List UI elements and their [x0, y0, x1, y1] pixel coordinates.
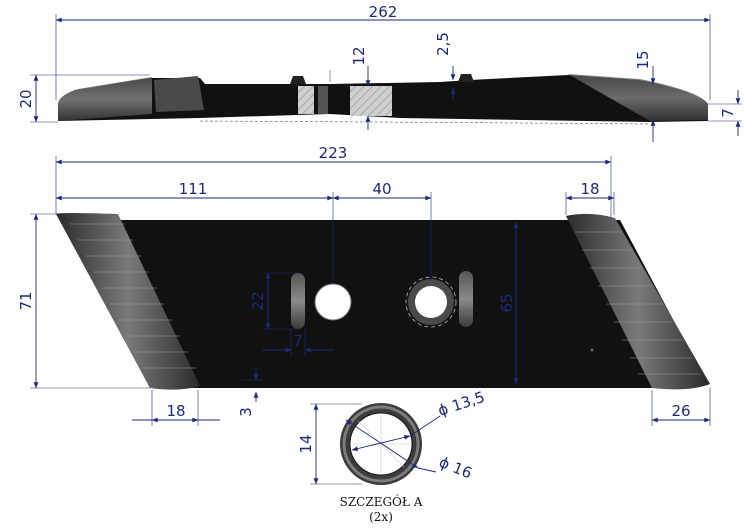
dim-outer-diameter: ϕ 16: [437, 453, 475, 482]
dim-bottom-offset: 3: [237, 407, 255, 417]
dim-top-end: 15: [634, 50, 652, 69]
detail-a-marker: A: [428, 327, 438, 341]
detail-a-callout: [405, 276, 457, 328]
dim-bottom-left: 18: [166, 402, 185, 420]
dim-top-height: 20: [17, 89, 35, 108]
plan-view-hole-right-inner: [415, 286, 447, 318]
plan-view-mark: [590, 348, 594, 352]
dim-heel-width: 18: [580, 180, 599, 198]
side-view-left-heel: [154, 76, 204, 112]
dim-top-length: 262: [369, 3, 398, 21]
plan-view-plate: [58, 215, 708, 388]
dim-slot-width: 7: [293, 332, 303, 350]
plan-view-slot-right: [459, 271, 473, 327]
side-view: [58, 70, 708, 125]
side-view-section-right: [350, 86, 392, 116]
side-view-underside-line: [199, 120, 651, 125]
side-view-boss-left: [290, 76, 306, 84]
dim-slot-length: 22: [249, 291, 267, 310]
dim-top-tip: 7: [719, 108, 737, 118]
dim-hole-offset: 111: [179, 180, 208, 198]
plan-view-hole-left: [314, 283, 352, 321]
dim-top-thickness: 12: [350, 46, 368, 65]
dim-top-groove: 2,5: [434, 32, 452, 56]
dim-overall-length: 223: [319, 144, 348, 162]
side-view-left-weld: [58, 77, 152, 121]
side-view-dimensions: 262 20 12 2,5 15 7: [17, 3, 742, 142]
plan-view-dimensions: 223 111 40 18 71 65 22 7 18: [17, 144, 711, 426]
detail-a-quantity: (2x): [369, 510, 393, 524]
plan-view-right-weld: [566, 213, 710, 390]
dim-inner-diameter: ϕ 13,5: [436, 388, 487, 420]
plan-view-left-weld: [56, 213, 200, 390]
side-view-right-weld: [568, 74, 708, 121]
dim-bottom-right: 26: [671, 402, 690, 420]
side-view-section-mid: [318, 86, 328, 114]
dim-hole-spacing: 40: [372, 180, 391, 198]
side-view-boss-right: [458, 74, 474, 82]
dim-blade-height: 71: [17, 291, 35, 310]
side-view-section-left: [298, 86, 314, 114]
detail-a-title: SZCZEGÓŁ A: [340, 493, 423, 509]
dim-plate-height: 65: [498, 293, 516, 312]
plan-view: A: [56, 213, 710, 390]
dim-detail-height: 14: [297, 434, 315, 453]
plan-view-slot-left: [291, 273, 305, 329]
detail-a-view: 14 ϕ 13,5 ϕ 16 SZCZEGÓŁ A (2x): [297, 388, 487, 524]
